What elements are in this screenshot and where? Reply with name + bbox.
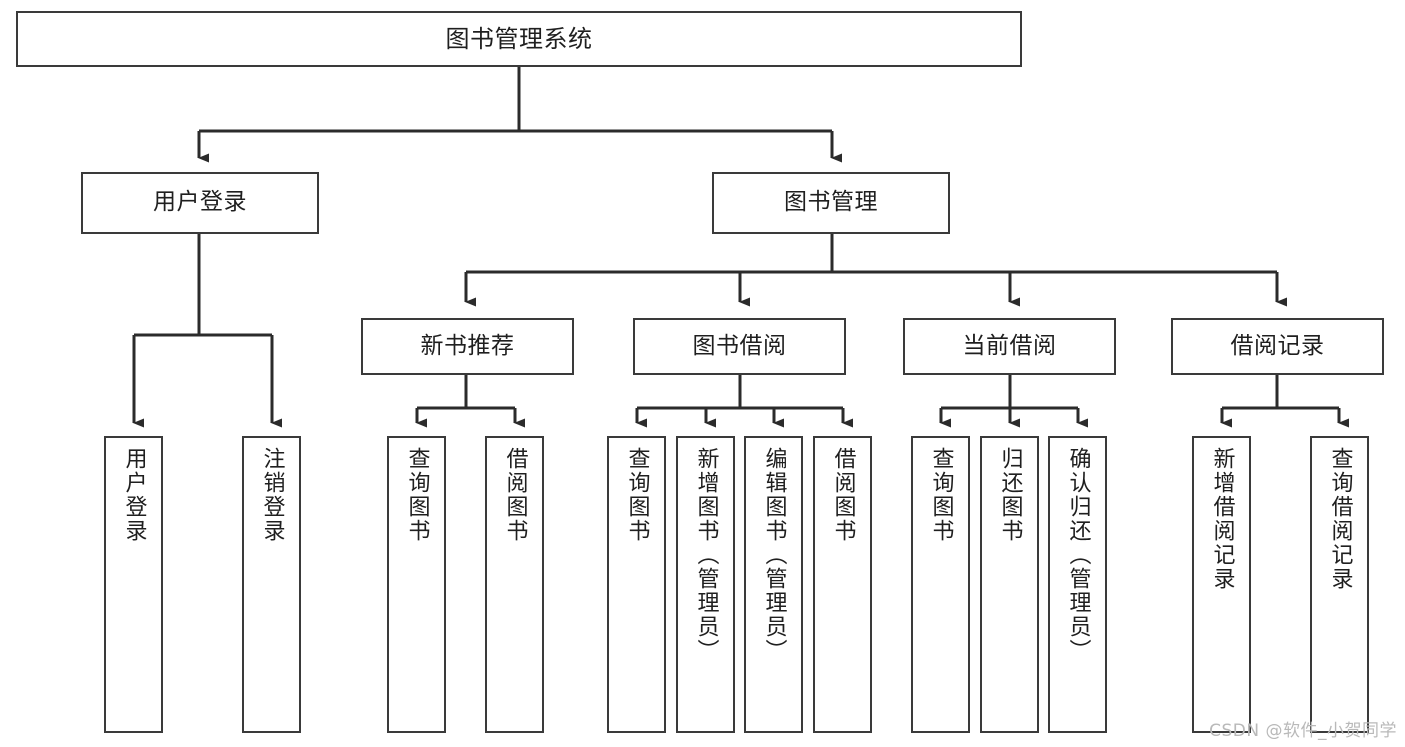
node-label: 借阅记录 bbox=[1230, 332, 1325, 359]
node-label: 当前借阅 bbox=[962, 332, 1057, 359]
node-label: 查询图书 bbox=[404, 447, 430, 543]
leaf-borrow-record-add[interactable]: 新增借阅记录 bbox=[1192, 436, 1251, 733]
leaf-book-borrow-edit[interactable]: 编辑图书（管理员） bbox=[744, 436, 803, 733]
node-label: 图书管理系统 bbox=[445, 24, 593, 53]
node-label: 归还图书 bbox=[997, 447, 1023, 543]
node-label: 借阅图书 bbox=[502, 447, 528, 543]
leaf-user-login-logout[interactable]: 注销登录 bbox=[242, 436, 301, 733]
node-book-borrow[interactable]: 图书借阅 bbox=[633, 318, 846, 375]
node-user-login[interactable]: 用户登录 bbox=[81, 172, 319, 234]
node-label: 编辑图书（管理员） bbox=[761, 447, 787, 663]
leaf-user-login-login[interactable]: 用户登录 bbox=[104, 436, 163, 733]
leaf-current-borrow-query[interactable]: 查询图书 bbox=[911, 436, 970, 733]
node-root-book-management-system[interactable]: 图书管理系统 bbox=[16, 11, 1022, 67]
leaf-book-borrow-add[interactable]: 新增图书（管理员） bbox=[676, 436, 735, 733]
node-label: 新增图书（管理员） bbox=[693, 447, 719, 663]
leaf-new-book-query[interactable]: 查询图书 bbox=[387, 436, 446, 733]
node-current-borrow[interactable]: 当前借阅 bbox=[903, 318, 1116, 375]
node-label: 确认归还（管理员） bbox=[1065, 447, 1091, 663]
node-label: 查询图书 bbox=[624, 447, 650, 543]
leaf-borrow-record-query[interactable]: 查询借阅记录 bbox=[1310, 436, 1369, 733]
node-label: 查询图书 bbox=[928, 447, 954, 543]
node-borrow-record[interactable]: 借阅记录 bbox=[1171, 318, 1384, 375]
node-label: 图书管理 bbox=[784, 189, 878, 216]
node-label: 用户登录 bbox=[153, 189, 247, 216]
node-label: 图书借阅 bbox=[692, 332, 787, 359]
node-label: 借阅图书 bbox=[830, 447, 856, 543]
leaf-book-borrow-borrow[interactable]: 借阅图书 bbox=[813, 436, 872, 733]
node-book-management[interactable]: 图书管理 bbox=[712, 172, 950, 234]
leaf-current-borrow-return[interactable]: 归还图书 bbox=[980, 436, 1039, 733]
node-new-book-recommend[interactable]: 新书推荐 bbox=[361, 318, 574, 375]
node-label: 注销登录 bbox=[259, 447, 285, 543]
node-label: 用户登录 bbox=[121, 447, 147, 543]
leaf-current-borrow-confirm-return[interactable]: 确认归还（管理员） bbox=[1048, 436, 1107, 733]
node-label: 新书推荐 bbox=[420, 332, 515, 359]
node-label: 查询借阅记录 bbox=[1327, 447, 1353, 591]
leaf-new-book-borrow[interactable]: 借阅图书 bbox=[485, 436, 544, 733]
node-label: 新增借阅记录 bbox=[1209, 447, 1235, 591]
csdn-watermark: CSDN @软件_小贺同学 bbox=[1209, 721, 1397, 741]
leaf-book-borrow-query[interactable]: 查询图书 bbox=[607, 436, 666, 733]
